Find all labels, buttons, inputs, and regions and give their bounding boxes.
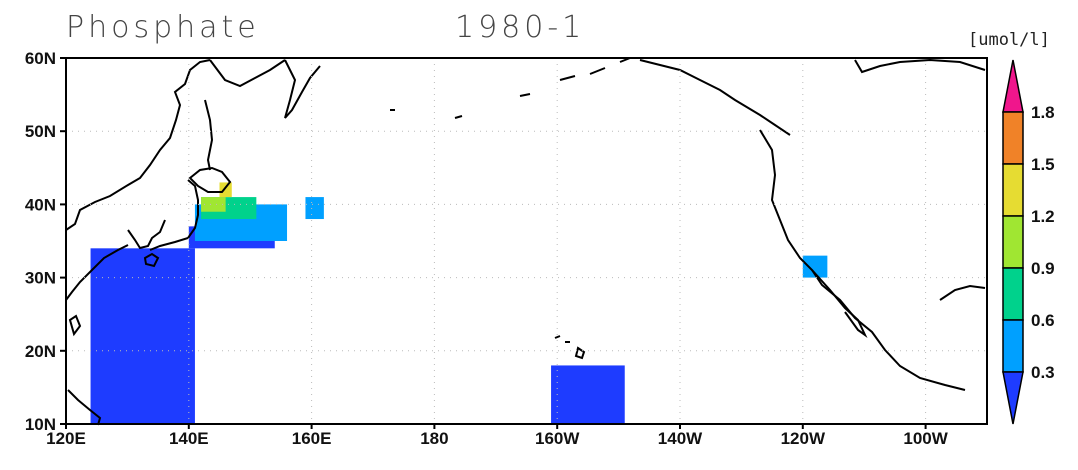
lat-label-40N: 40N bbox=[25, 195, 56, 214]
coastline-baja bbox=[811, 269, 868, 339]
map-frame bbox=[65, 57, 988, 425]
colorbar-label-0.9: 0.9 bbox=[1031, 259, 1055, 278]
latitude-axis: 60N 50N 40N 30N 20N 10N bbox=[25, 49, 66, 434]
fill-hawaii-south-blue bbox=[551, 365, 625, 424]
lon-label-160E: 160E bbox=[292, 429, 332, 448]
lon-label-180: 180 bbox=[420, 429, 448, 448]
coastline-alaska bbox=[639, 59, 791, 136]
longitude-axis: 120E 140E 160E 180 160W 140W 120W 100W bbox=[46, 424, 949, 448]
lon-label-140W: 140W bbox=[658, 429, 703, 448]
phosphate-fill-layer bbox=[90, 182, 828, 424]
fill-japan-south-blue bbox=[90, 248, 195, 424]
unit-label: [umol/l] bbox=[968, 30, 1050, 50]
colorbar-label-1.8: 1.8 bbox=[1031, 103, 1055, 122]
colorbar-label-1.2: 1.2 bbox=[1031, 207, 1055, 226]
coastline-kamchatka bbox=[284, 59, 321, 119]
lat-label-50N: 50N bbox=[25, 122, 56, 141]
colorbar-segment-4 bbox=[1002, 267, 1024, 321]
colorbar-bottom-arrow bbox=[1002, 371, 1024, 425]
lon-label-120W: 120W bbox=[781, 429, 826, 448]
colorbar-segment-2 bbox=[1002, 163, 1024, 217]
lat-label-60N: 60N bbox=[25, 49, 56, 68]
coastline-china-east bbox=[65, 244, 129, 301]
graticule-grid bbox=[66, 58, 987, 424]
map-title: Phosphate bbox=[66, 10, 260, 45]
lon-label-160W: 160W bbox=[535, 429, 580, 448]
fill-california-cell bbox=[802, 255, 828, 278]
colorbar-label-1.5: 1.5 bbox=[1031, 155, 1055, 174]
lat-label-10N: 10N bbox=[25, 415, 56, 434]
coastline-kyushu bbox=[143, 252, 160, 268]
coastline-taiwan bbox=[68, 314, 82, 337]
colorbar-segment-1 bbox=[1002, 111, 1024, 165]
coastline-aleutians bbox=[390, 57, 631, 119]
coastline-honshu bbox=[149, 179, 199, 251]
colorbar-segment-5 bbox=[1002, 319, 1024, 373]
coastline-bc bbox=[854, 58, 986, 74]
coastline-na-west bbox=[759, 129, 966, 391]
lon-label-100W: 100W bbox=[903, 429, 948, 448]
coastline-sakhalin bbox=[204, 99, 214, 171]
colorbar-label-0.3: 0.3 bbox=[1031, 363, 1055, 382]
fill-offshore-cell bbox=[305, 197, 324, 220]
colorbar-label-0.6: 0.6 bbox=[1031, 311, 1055, 330]
lat-label-30N: 30N bbox=[25, 269, 56, 288]
coastline-hokkaido bbox=[188, 166, 232, 193]
fill-kuroshio-yellow bbox=[219, 182, 232, 198]
colorbar-segment-3 bbox=[1002, 215, 1024, 269]
lon-label-120E: 120E bbox=[46, 429, 86, 448]
colorbar: 1.8 1.5 1.2 0.9 0.6 0.3 bbox=[1002, 59, 1055, 425]
coastline-philippines bbox=[67, 389, 102, 426]
lat-label-20N: 20N bbox=[25, 342, 56, 361]
coastline-hawaii bbox=[554, 335, 586, 360]
lon-label-140E: 140E bbox=[169, 429, 209, 448]
fill-kuroshio-lime bbox=[201, 197, 226, 212]
map-date: 1980-1 bbox=[455, 10, 586, 45]
colorbar-top-arrow bbox=[1002, 59, 1024, 113]
coastline-korea bbox=[127, 219, 166, 250]
coastline-gulf-mexico bbox=[939, 284, 986, 301]
coastline-okhotsk bbox=[209, 59, 286, 88]
